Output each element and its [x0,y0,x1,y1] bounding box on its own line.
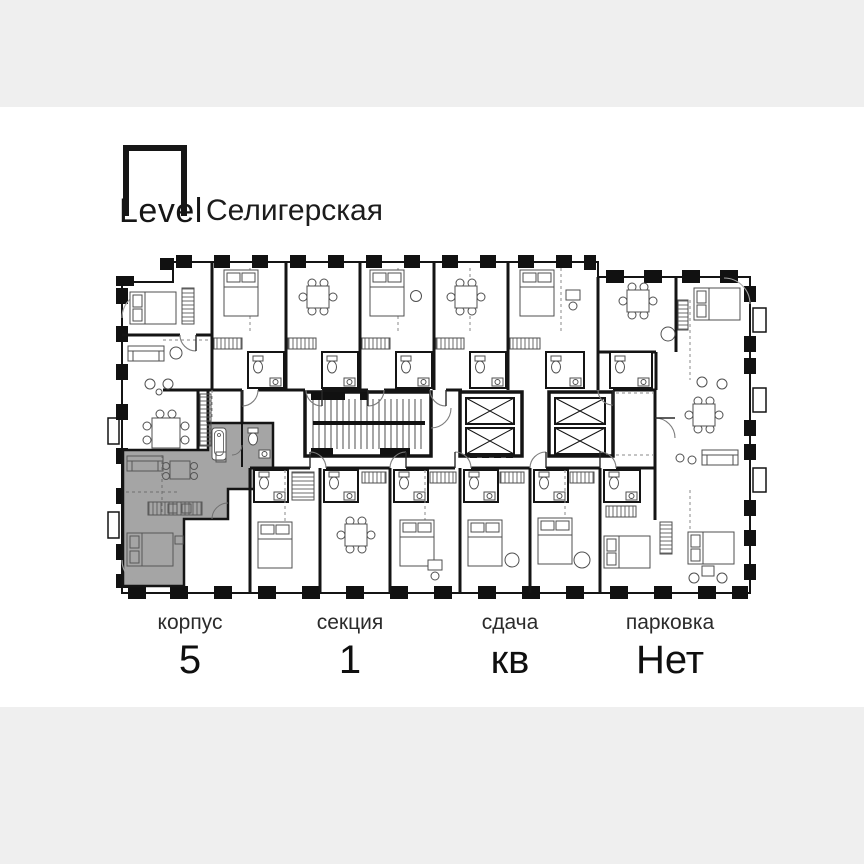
furniture-layer [127,269,741,584]
elevator-icon [465,397,515,455]
stat-section-label: секция [316,611,384,634]
stat-delivery-value: кв [490,638,530,683]
brand-logo: Level Селигерская [119,144,383,228]
elevator-icon [554,397,606,455]
stat-parking-label: парковка [625,611,715,634]
level-logo-frame-icon [123,145,187,216]
window-piers [116,255,756,599]
stat-building: корпус 5 [110,610,270,682]
project-name: Селигерская [206,194,383,227]
stat-delivery: сдача кв [430,610,590,682]
highlighted-apartment-furniture [126,424,271,567]
logo-text: Level [119,192,203,230]
stat-section: секция 1 [270,610,430,682]
apartment-stats: корпус 5 секция 1 сдача кв парковка Нет [110,610,750,682]
stat-parking: парковка Нет [590,610,750,682]
staircase [303,390,433,458]
elevator-bank-a [458,390,524,458]
stat-building-value: 5 [178,638,202,683]
stat-parking-value: Нет [635,638,705,683]
stat-building-label: корпус [157,611,223,634]
stat-delivery-label: сдача [481,611,539,634]
elevator-bank-b [547,390,615,458]
level-logo-mark: Level [119,144,202,228]
stat-section-value: 1 [338,638,362,683]
